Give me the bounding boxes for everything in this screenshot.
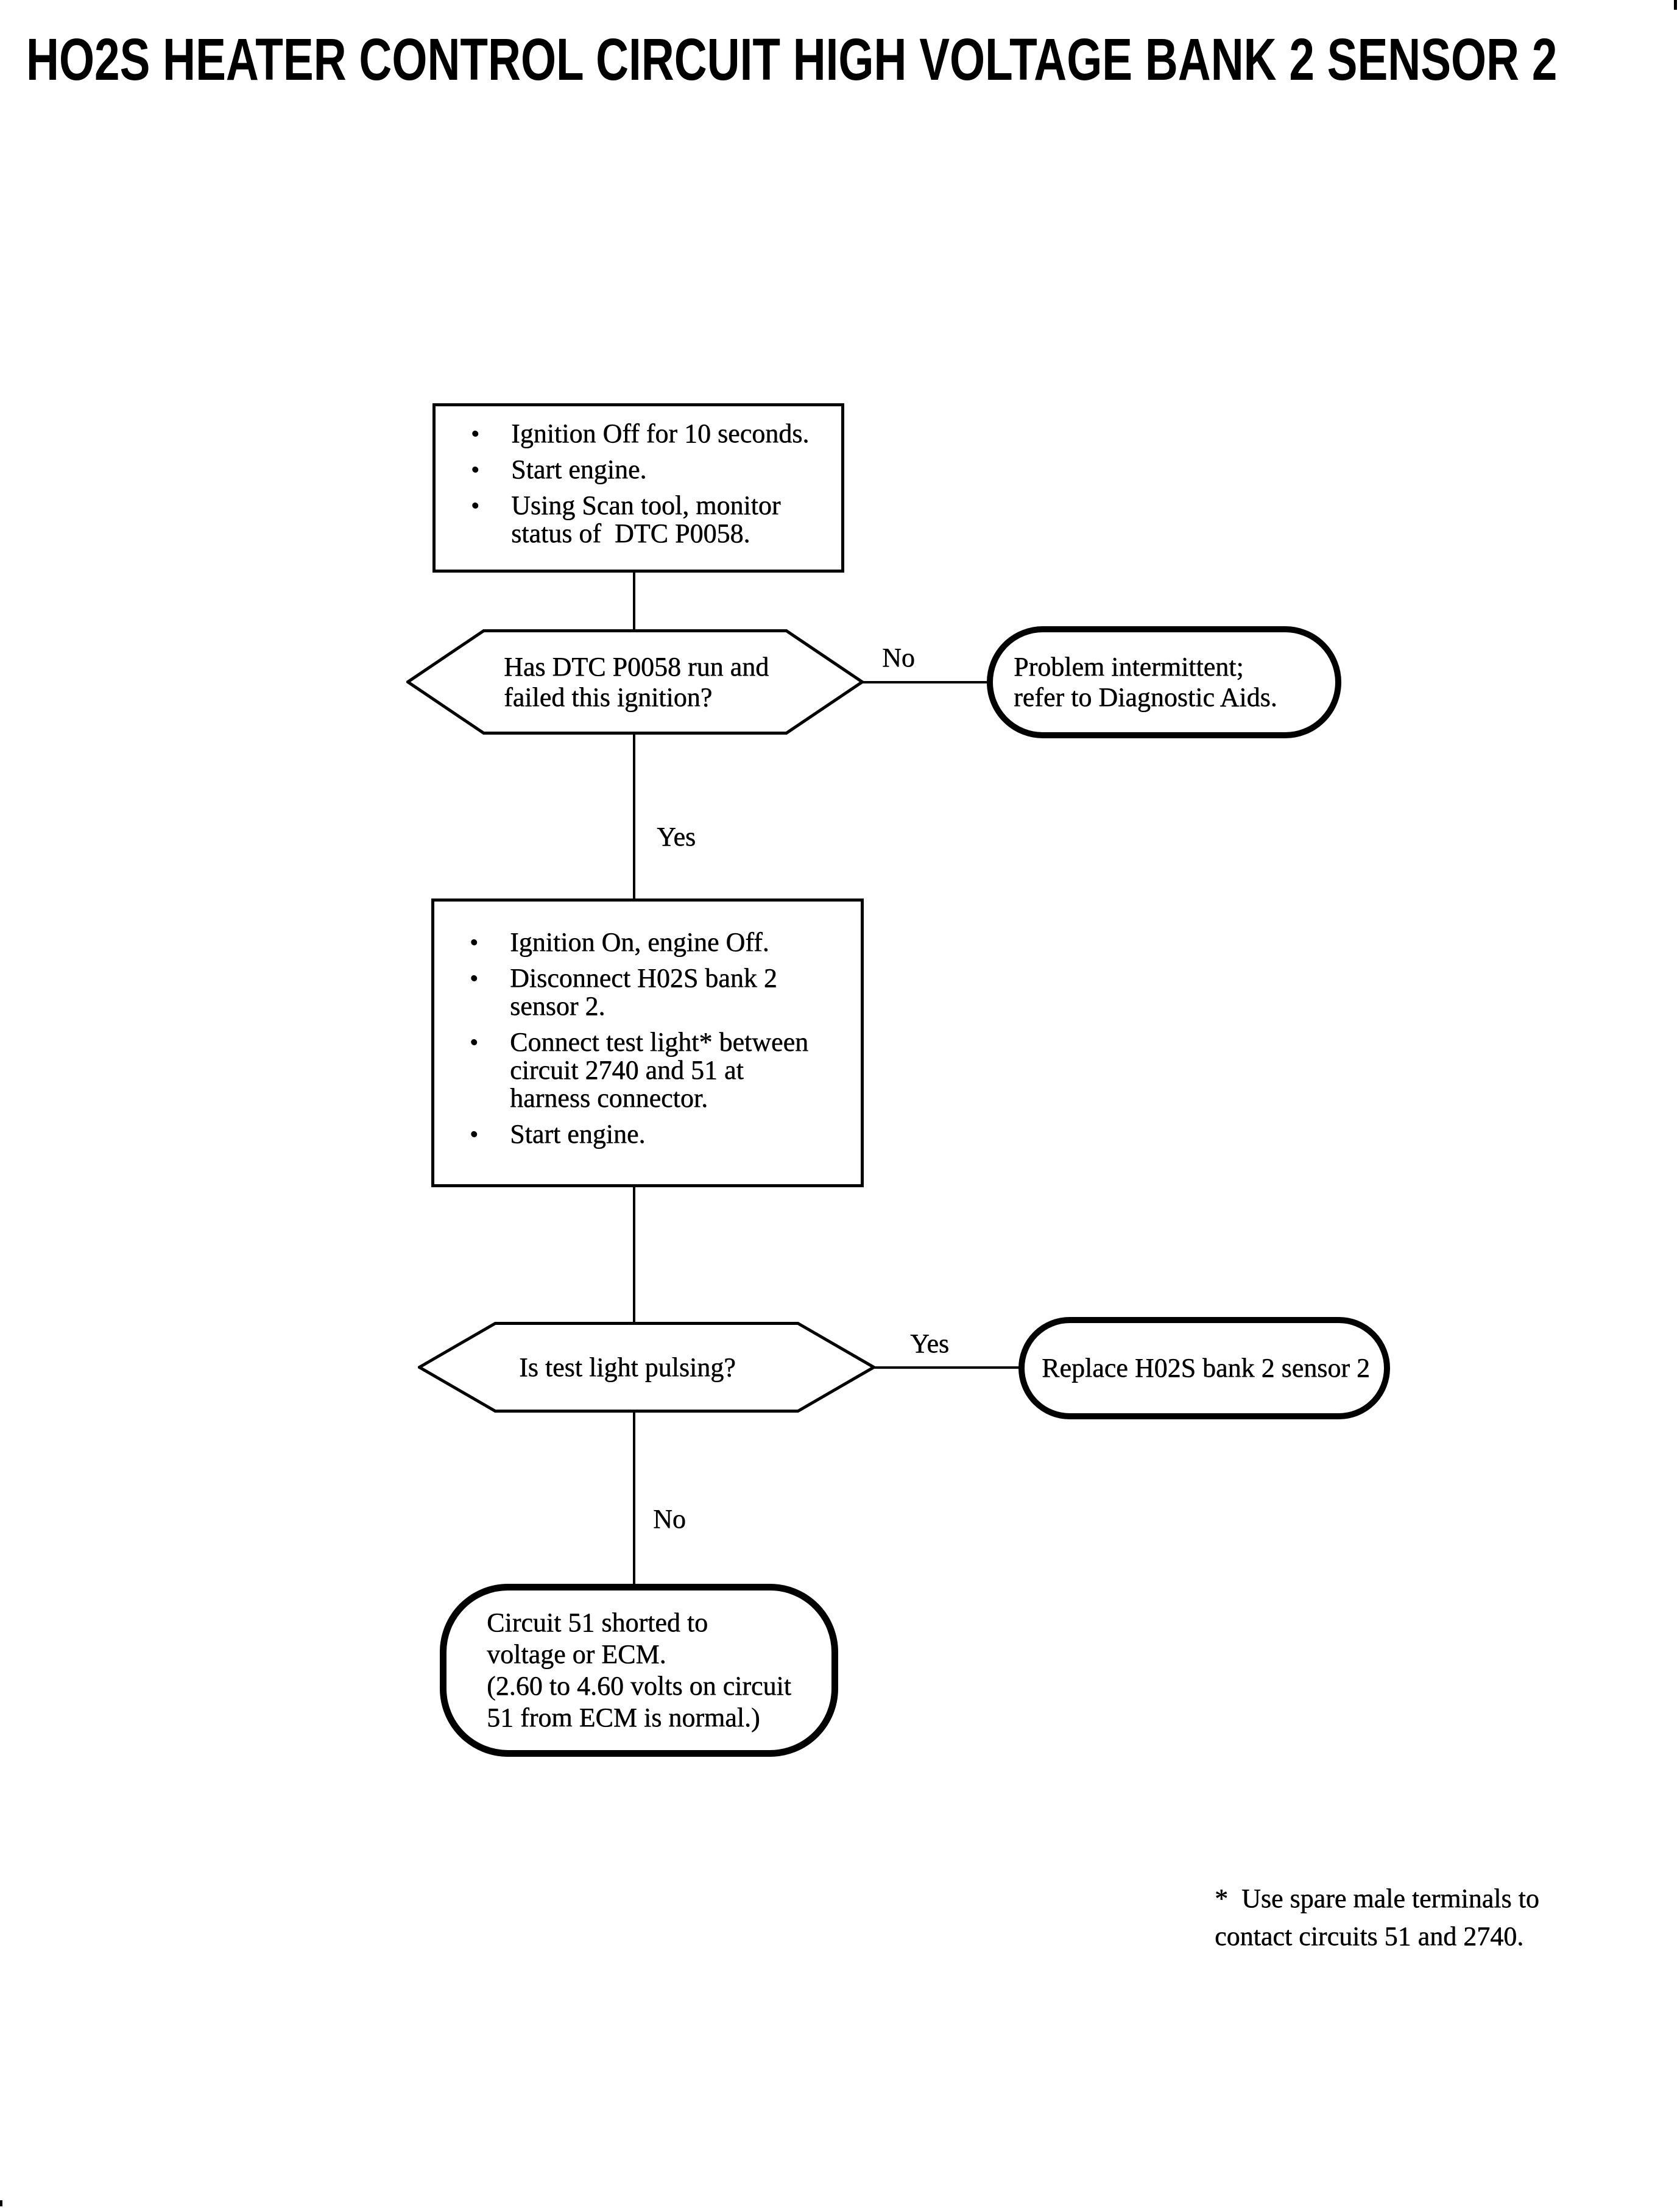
step-instruction: Start engine. — [511, 454, 647, 484]
hexagon-shape — [406, 629, 864, 735]
process-box-test-light-setup: • Ignition On, engine Off. • Disconnect … — [431, 898, 864, 1187]
branch-label-no-2: No — [653, 1504, 686, 1534]
branch-label-no-1: No — [882, 643, 915, 673]
bullet-icon: • — [471, 492, 480, 519]
bullet-icon: • — [471, 420, 480, 447]
connector-decision2-yes — [871, 1366, 1022, 1369]
list-item: • Connect test light* between circuit 27… — [434, 1028, 861, 1112]
list-item: • Using Scan tool, monitor status of DTC… — [436, 492, 841, 548]
branch-label-yes-1: Yes — [657, 822, 696, 852]
bullet-icon: • — [470, 928, 479, 956]
step-instruction: Ignition On, engine Off. — [510, 927, 769, 957]
scan-artifact — [0, 2200, 2, 2206]
list-item: • Start engine. — [436, 456, 841, 484]
step-instruction: Using Scan tool, monitor status of DTC P… — [511, 490, 781, 548]
terminal-text: Replace H02S bank 2 sensor 2 — [1042, 1353, 1370, 1383]
step-instruction: Connect test light* between circuit 2740… — [510, 1027, 808, 1113]
connector-step2-to-decision2 — [633, 1184, 635, 1324]
page-title: HO2S HEATER CONTROL CIRCUIT HIGH VOLTAGE… — [26, 26, 1558, 93]
list-item: • Ignition Off for 10 seconds. — [436, 420, 841, 448]
decision-question: Has DTC P0058 run and failed this igniti… — [504, 651, 769, 712]
decision-question: Is test light pulsing? — [519, 1352, 736, 1382]
step-instruction: Start engine. — [510, 1119, 646, 1149]
list-item: • Disconnect H02S bank 2 sensor 2. — [434, 964, 861, 1020]
connector-decision1-yes — [633, 732, 635, 903]
bullet-icon: • — [470, 1120, 479, 1148]
terminal-text: Problem intermittent; refer to Diagnosti… — [1014, 652, 1277, 712]
terminal-text: Circuit 51 shorted to voltage or ECM. (2… — [487, 1608, 791, 1732]
bullet-icon: • — [471, 456, 480, 483]
terminal-replace-sensor: Replace H02S bank 2 sensor 2 — [1018, 1317, 1390, 1419]
connector-decision1-no — [860, 681, 990, 683]
branch-label-yes-2: Yes — [910, 1329, 950, 1358]
hexagon-shape — [418, 1322, 875, 1413]
footnote-asterisk-note: * Use spare male terminals to contact ci… — [1215, 1883, 1539, 1951]
terminal-problem-intermittent: Problem intermittent; refer to Diagnosti… — [987, 626, 1341, 738]
bullet-icon: • — [470, 1028, 479, 1056]
step-instruction: Disconnect H02S bank 2 sensor 2. — [510, 963, 777, 1021]
connector-step1-to-decision1 — [633, 570, 635, 632]
process-box-initial-check: • Ignition Off for 10 seconds. • Start e… — [432, 403, 844, 573]
terminal-circuit-shorted: Circuit 51 shorted to voltage or ECM. (2… — [440, 1584, 838, 1757]
decision-hexagon-test-light: Is test light pulsing? — [418, 1322, 875, 1413]
bullet-icon: • — [470, 964, 479, 992]
connector-decision2-no — [633, 1410, 635, 1588]
decision-hexagon-dtc-p0058: Has DTC P0058 run and failed this igniti… — [406, 629, 864, 735]
scan-artifact — [1674, 0, 1677, 10]
list-item: • Ignition On, engine Off. — [434, 928, 861, 956]
list-item: • Start engine. — [434, 1120, 861, 1148]
step-instruction: Ignition Off for 10 seconds. — [511, 418, 810, 448]
